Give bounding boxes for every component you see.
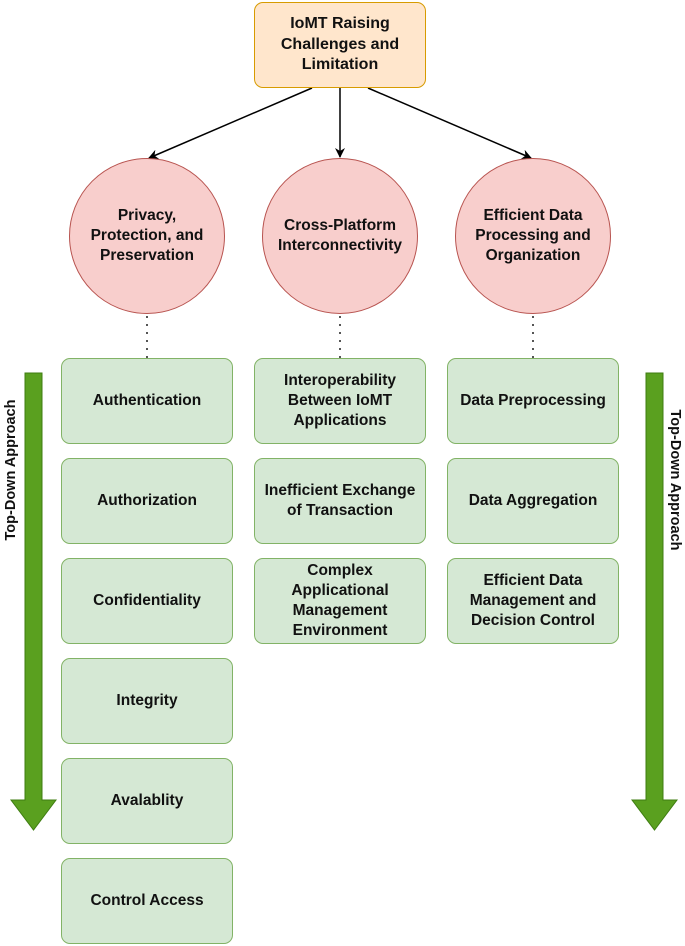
item-confidentiality: Confidentiality xyxy=(61,558,233,644)
item-interoperability: Interoperability Between IoMT Applicatio… xyxy=(254,358,426,444)
item-integrity: Integrity xyxy=(61,658,233,744)
item-control-access: Control Access xyxy=(61,858,233,944)
right-down-arrow xyxy=(631,372,678,831)
arrow-root-to-privacy xyxy=(148,87,313,160)
item-inefficient-exchange: Inefficient Exchange of Transaction xyxy=(254,458,426,544)
item-data-aggregation: Data Aggregation xyxy=(447,458,619,544)
category-data-processing: Efficient Data Processing and Organizati… xyxy=(455,158,611,314)
item-authentication: Authentication xyxy=(61,358,233,444)
item-availability: Avalablity xyxy=(61,758,233,844)
left-approach-label: Top-Down Approach xyxy=(3,399,19,541)
item-data-preprocessing: Data Preprocessing xyxy=(447,358,619,444)
item-complex-management: Complex Applicational Management Environ… xyxy=(254,558,426,644)
item-data-management: Efficient Data Management and Decision C… xyxy=(447,558,619,644)
arrow-root-to-data-processing xyxy=(367,87,532,160)
item-authorization: Authorization xyxy=(61,458,233,544)
right-approach-label: Top-Down Approach xyxy=(667,409,683,551)
left-down-arrow xyxy=(10,372,57,831)
category-cross-platform: Cross-Platform Interconnectivity xyxy=(262,158,418,314)
category-privacy: Privacy, Protection, and Preservation xyxy=(69,158,225,314)
root-node: IoMT Raising Challenges and Limitation xyxy=(254,2,426,88)
